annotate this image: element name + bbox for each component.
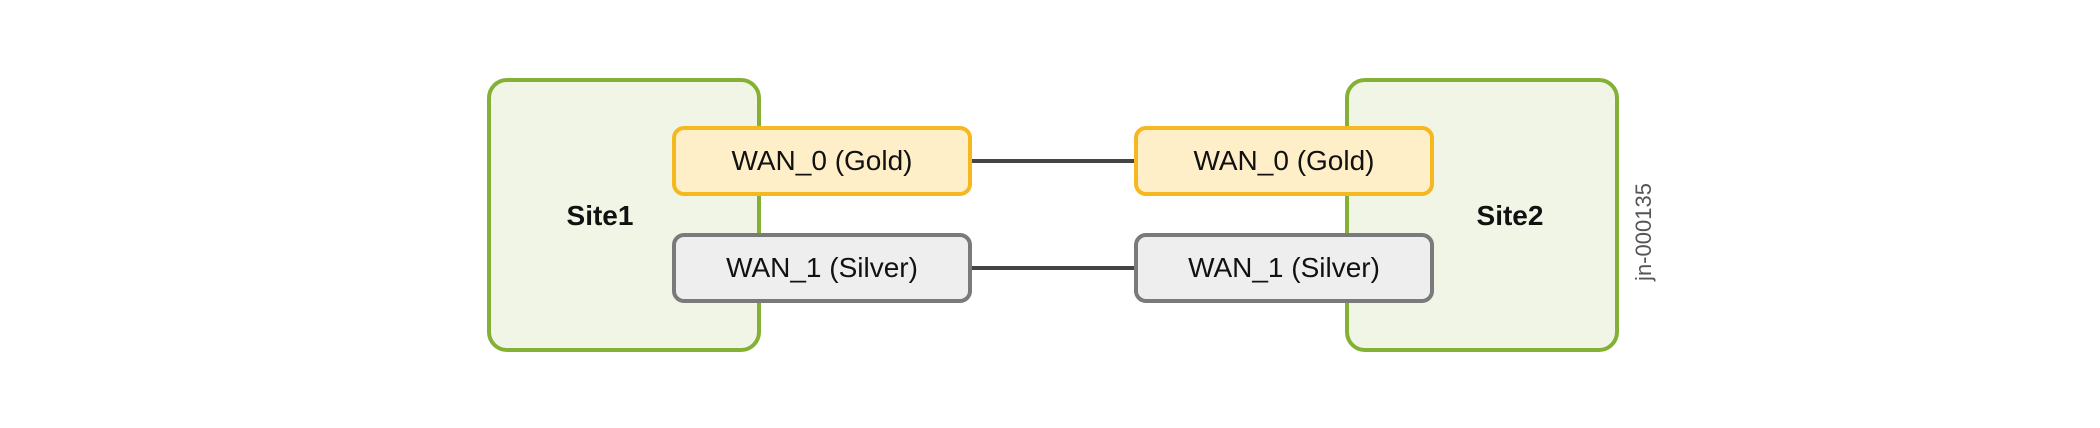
site1-wan0-label: WAN_0 (Gold) [731,145,913,176]
site2-wan0-label: WAN_0 (Gold) [1193,145,1375,176]
wan1-silver-link [972,266,1134,270]
wan0-gold-link [972,159,1134,163]
site1-box [487,78,761,352]
site2-wan1-silver-box: WAN_1 (Silver) [1134,233,1434,303]
site2-wan1-label: WAN_1 (Silver) [1188,252,1380,283]
site1-label: Site1 [566,200,634,231]
site2-box [1345,78,1619,352]
site1-wan0-gold-box: WAN_0 (Gold) [672,126,972,196]
site1-wan1-label: WAN_1 (Silver) [726,252,918,283]
figure-id-label: jn-000135 [1631,183,1656,281]
site1-wan1-silver-box: WAN_1 (Silver) [672,233,972,303]
site2-label: Site2 [1476,200,1544,231]
site2-wan0-gold-box: WAN_0 (Gold) [1134,126,1434,196]
